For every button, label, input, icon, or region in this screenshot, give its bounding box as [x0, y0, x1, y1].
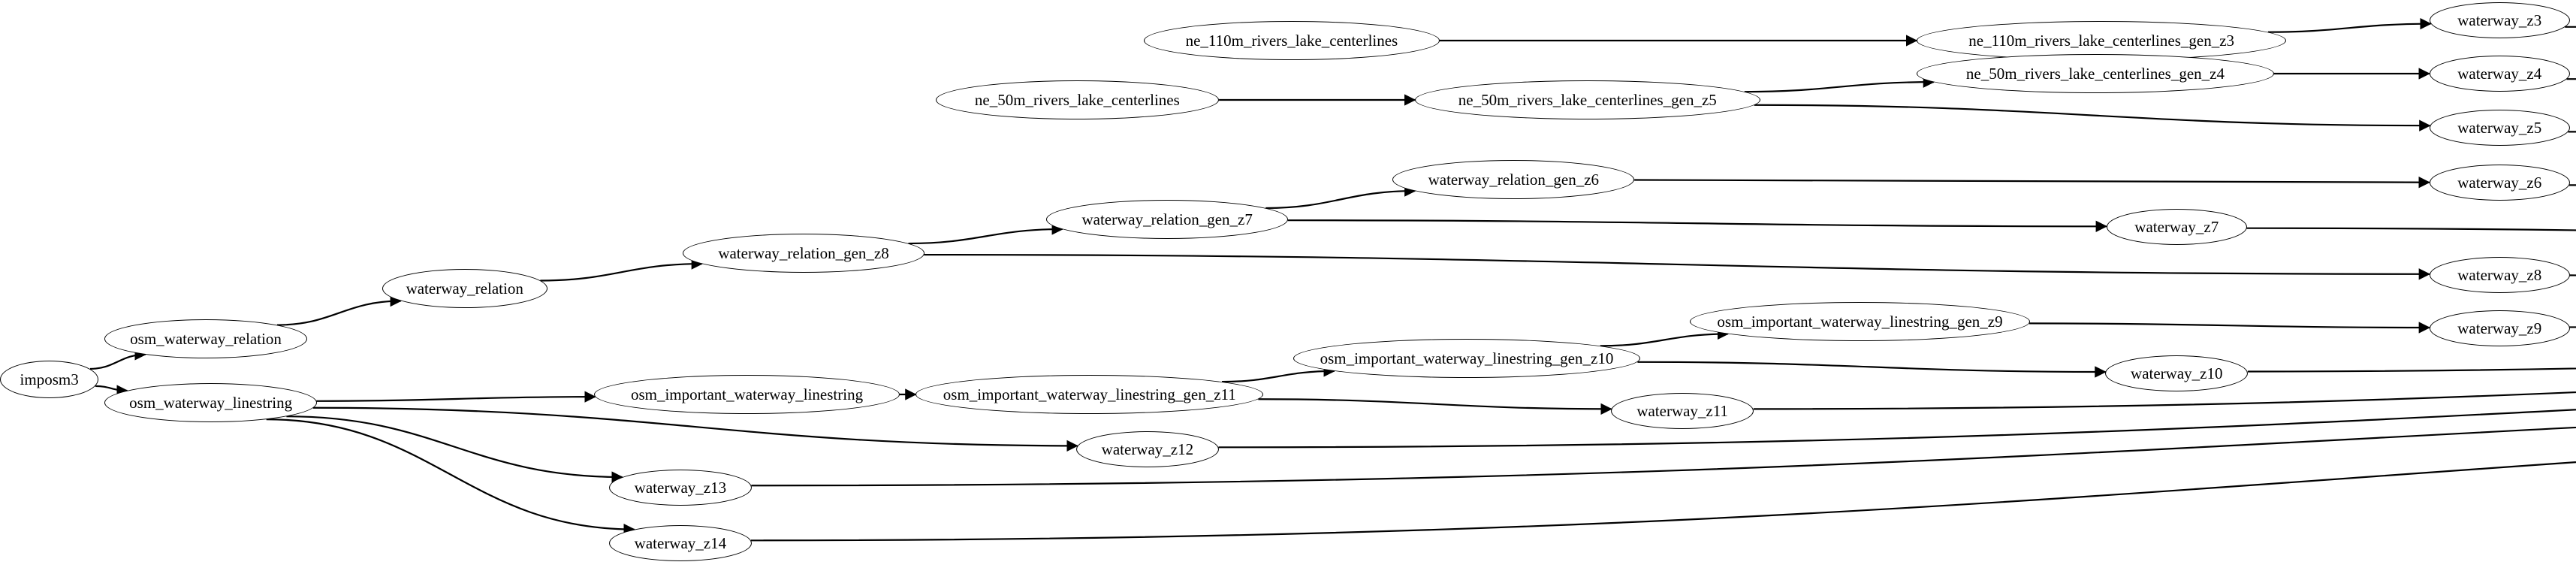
graph-node-label: ne_110m_rivers_lake_centerlines_gen_z3	[1968, 31, 2235, 50]
graph-node-label: waterway_z12	[1101, 440, 1194, 458]
graph-node-label: osm_waterway_relation	[130, 329, 282, 348]
graph-node-ne_110m_rivers_lake_centerlines[interactable]: ne_110m_rivers_lake_centerlines	[1143, 21, 1440, 60]
graph-node-waterway_z9[interactable]: waterway_z9	[2429, 310, 2570, 346]
graph-node-waterway_relation[interactable]: waterway_relation	[382, 269, 547, 308]
graph-node-label: osm_important_waterway_linestring_gen_z9	[1717, 312, 2003, 331]
graph-node-label: waterway_relation_gen_z6	[1428, 170, 1600, 189]
graph-node-label: ne_50m_rivers_lake_centerlines	[974, 90, 1180, 109]
graph-node-osm_waterway_linestring[interactable]: osm_waterway_linestring	[104, 383, 317, 422]
graph-node-waterway_z8[interactable]: waterway_z8	[2429, 257, 2570, 293]
graph-node-label: waterway_z11	[1636, 401, 1728, 420]
graph-node-label: waterway_z6	[2457, 173, 2542, 192]
graph-node-label: osm_important_waterway_linestring	[630, 385, 864, 403]
graph-node-label: ne_50m_rivers_lake_centerlines_gen_z4	[1965, 64, 2225, 83]
graph-node-label: ne_50m_rivers_lake_centerlines_gen_z5	[1458, 90, 1717, 109]
graph-node-label: waterway_z8	[2457, 265, 2542, 284]
graph-node-label: waterway_z14	[634, 533, 727, 552]
graph-node-label: waterway_z3	[2457, 11, 2542, 29]
graph-node-waterway_relation_gen_z8[interactable]: waterway_relation_gen_z8	[683, 234, 925, 273]
graph-node-label: imposm3	[20, 370, 79, 388]
graph-node-waterway_z12[interactable]: waterway_z12	[1075, 431, 1220, 467]
graph-node-osm_important_waterway_linestring_gen_z11[interactable]: osm_important_waterway_linestring_gen_z1…	[915, 375, 1264, 414]
graph-node-label: waterway_relation	[406, 279, 523, 298]
graph-node-label: ne_110m_rivers_lake_centerlines	[1185, 31, 1398, 50]
graph-node-osm_important_waterway_linestring_gen_z9[interactable]: osm_important_waterway_linestring_gen_z9	[1690, 302, 2030, 341]
graph-node-waterway_z3[interactable]: waterway_z3	[2429, 2, 2570, 38]
graph-node-waterway_z7[interactable]: waterway_z7	[2106, 209, 2247, 245]
graph-node-label: osm_important_waterway_linestring_gen_z1…	[943, 385, 1236, 403]
graph-node-waterway_z5[interactable]: waterway_z5	[2429, 110, 2570, 146]
graph-node-osm_important_waterway_linestring[interactable]: osm_important_waterway_linestring	[594, 375, 900, 414]
graph-node-label: osm_waterway_linestring	[129, 393, 293, 412]
graph-node-waterway_relation_gen_z7[interactable]: waterway_relation_gen_z7	[1046, 200, 1288, 239]
graph-node-imposm3[interactable]: imposm3	[0, 361, 99, 398]
graph-node-label: waterway_z10	[2131, 364, 2223, 382]
graph-node-waterway_relation_gen_z6[interactable]: waterway_relation_gen_z6	[1392, 160, 1635, 199]
graph-node-osm_waterway_relation[interactable]: osm_waterway_relation	[104, 319, 307, 358]
graph-node-waterway_z13[interactable]: waterway_z13	[608, 470, 753, 506]
graph-node-label: waterway_z4	[2457, 64, 2542, 83]
graph-node-ne_50m_rivers_lake_centerlines_gen_z5[interactable]: ne_50m_rivers_lake_centerlines_gen_z5	[1415, 80, 1760, 119]
graph-node-label: waterway_z9	[2457, 319, 2542, 337]
graph-node-waterway_z11[interactable]: waterway_z11	[1610, 393, 1754, 429]
graph-node-waterway_z10[interactable]: waterway_z10	[2105, 355, 2249, 391]
graph-node-waterway_z4[interactable]: waterway_z4	[2429, 56, 2570, 92]
graph-node-label: waterway_z13	[634, 478, 727, 497]
graph-node-waterway_z14[interactable]: waterway_z14	[608, 525, 753, 561]
graph-node-label: osm_important_waterway_linestring_gen_z1…	[1320, 349, 1614, 367]
graph-node-ne_50m_rivers_lake_centerlines_gen_z4[interactable]: ne_50m_rivers_lake_centerlines_gen_z4	[1916, 54, 2274, 93]
graph-node-label: waterway_z7	[2134, 217, 2219, 236]
graph-node-ne_50m_rivers_lake_centerlines[interactable]: ne_50m_rivers_lake_centerlines	[935, 80, 1220, 119]
graph-node-label: waterway_relation_gen_z8	[718, 243, 889, 262]
graph-node-label: waterway_relation_gen_z7	[1081, 210, 1253, 228]
graph-node-waterway_z6[interactable]: waterway_z6	[2429, 165, 2570, 201]
graph-node-osm_important_waterway_linestring_gen_z10[interactable]: osm_important_waterway_linestring_gen_z1…	[1293, 339, 1641, 378]
graph-node-label: waterway_z5	[2457, 118, 2542, 137]
